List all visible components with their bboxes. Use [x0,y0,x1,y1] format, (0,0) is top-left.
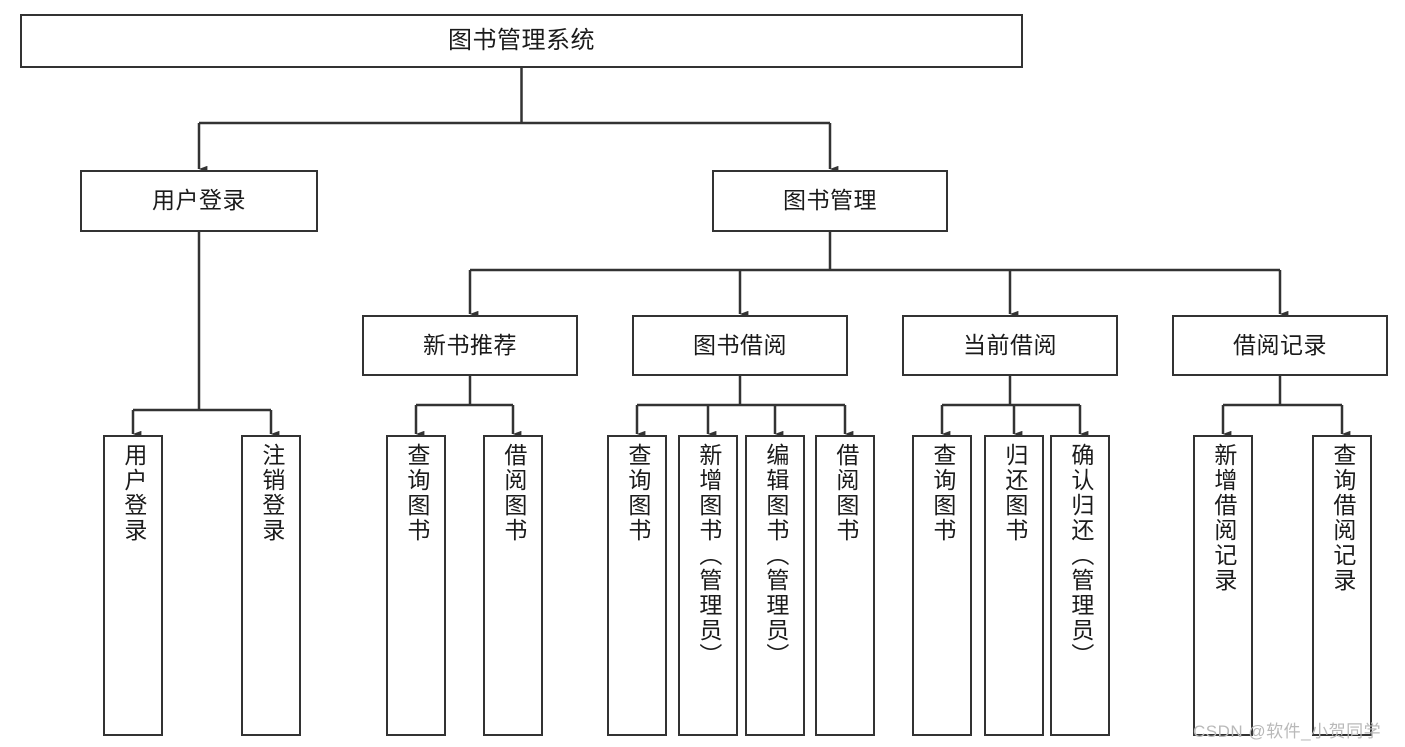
node-leaf-query-record[interactable]: 查询借阅记录 [1312,435,1372,736]
node-leaf-return-book[interactable]: 归还图书 [984,435,1044,736]
node-label: 归还图书 [1001,443,1028,543]
node-l2-book-manage[interactable]: 图书管理 [712,170,948,232]
node-leaf-logout[interactable]: 注销登录 [241,435,301,736]
node-label: 图书借阅 [693,331,787,358]
edge-group [131,68,1351,438]
node-label: 用户登录 [120,443,147,543]
node-label: 图书管理系统 [448,26,595,54]
node-label: 新增图书（管理员） [695,443,722,668]
node-l3-borrow-record[interactable]: 借阅记录 [1172,315,1388,376]
node-label: 新书推荐 [423,331,517,358]
node-leaf-add-book[interactable]: 新增图书（管理员） [678,435,738,736]
watermark-text: CSDN @软件_小贺同学 [1193,722,1382,741]
node-leaf-user-login[interactable]: 用户登录 [103,435,163,736]
node-label: 借阅图书 [500,443,527,543]
node-label: 查询图书 [403,443,430,543]
node-leaf-borrow-book[interactable]: 借阅图书 [815,435,875,736]
node-l3-book-borrow[interactable]: 图书借阅 [632,315,848,376]
node-leaf-query-book-cur[interactable]: 查询图书 [912,435,972,736]
node-label: 注销登录 [258,443,285,543]
node-label: 借阅图书 [832,443,859,543]
node-label: 查询图书 [624,443,651,543]
node-leaf-query-book-rec[interactable]: 查询图书 [386,435,446,736]
node-label: 编辑图书（管理员） [762,443,789,668]
node-label: 确认归还（管理员） [1067,443,1094,668]
node-root[interactable]: 图书管理系统 [20,14,1023,68]
node-label: 查询图书 [929,443,956,543]
node-leaf-add-record[interactable]: 新增借阅记录 [1193,435,1253,736]
node-label: 查询借阅记录 [1329,443,1356,593]
node-label: 借阅记录 [1233,331,1327,358]
node-leaf-edit-book[interactable]: 编辑图书（管理员） [745,435,805,736]
node-l3-current-borrow[interactable]: 当前借阅 [902,315,1118,376]
node-leaf-confirm-return[interactable]: 确认归还（管理员） [1050,435,1110,736]
node-label: 新增借阅记录 [1210,443,1237,593]
node-leaf-query-book-borrow[interactable]: 查询图书 [607,435,667,736]
node-label: 当前借阅 [963,331,1057,358]
node-l2-user-login[interactable]: 用户登录 [80,170,318,232]
node-label: 用户登录 [152,187,246,214]
node-leaf-borrow-book-rec[interactable]: 借阅图书 [483,435,543,736]
node-l3-new-book-rec[interactable]: 新书推荐 [362,315,578,376]
node-label: 图书管理 [783,187,877,214]
